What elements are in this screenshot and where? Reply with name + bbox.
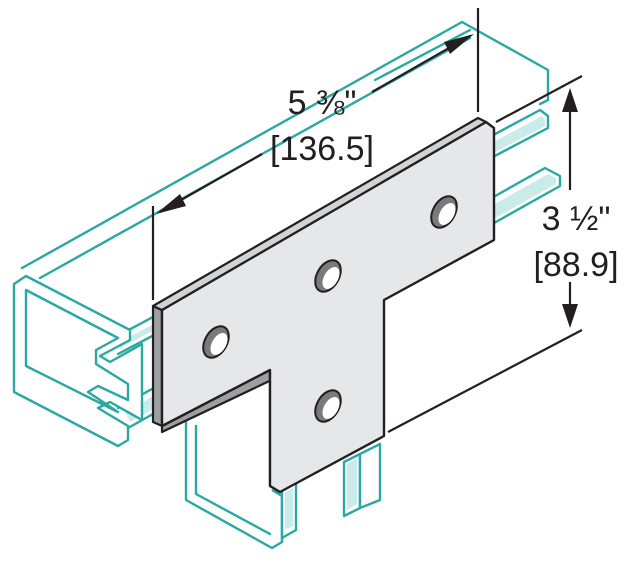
hole-top-right-highlight <box>438 203 456 225</box>
vertical-channel-back-wall <box>358 442 382 510</box>
vertical-channel-flange-right-shade <box>347 458 357 510</box>
vertical-channel-inner <box>194 424 272 536</box>
vertical-strut-channel <box>184 420 382 550</box>
vertical-channel-flange-left-shade <box>285 488 293 530</box>
channel-end-profile <box>12 274 144 448</box>
channel-upper-lip <box>373 28 472 82</box>
height-extension-top <box>495 75 583 123</box>
plate-holes <box>202 195 458 423</box>
width-dimension: 5 ⅜" [136.5] <box>151 8 480 300</box>
width-arrow-left <box>156 194 186 214</box>
channel-end-inner <box>24 288 130 414</box>
plate-top-edge <box>151 116 488 312</box>
channel-top-rim <box>20 20 550 270</box>
height-label-fraction: 3 ½" <box>542 200 611 238</box>
vertical-channel-body <box>184 420 284 550</box>
height-arrow-bottom <box>562 304 578 328</box>
hole-bottom-highlight <box>322 397 340 419</box>
width-arrow-right <box>444 34 474 54</box>
hole-left-highlight <box>210 333 228 355</box>
height-dimension: 3 ½" [88.9] <box>387 75 619 433</box>
plate-face <box>160 120 496 494</box>
hole-center-highlight <box>322 267 340 289</box>
height-extension-bottom <box>387 329 583 433</box>
plate-thickness <box>151 304 164 428</box>
width-label-fraction: 5 ⅜" <box>288 84 357 122</box>
width-label-metric: [136.5] <box>270 130 374 168</box>
height-label-metric: [88.9] <box>533 246 618 284</box>
height-arrow-top <box>562 88 578 112</box>
tee-plate <box>151 116 496 494</box>
